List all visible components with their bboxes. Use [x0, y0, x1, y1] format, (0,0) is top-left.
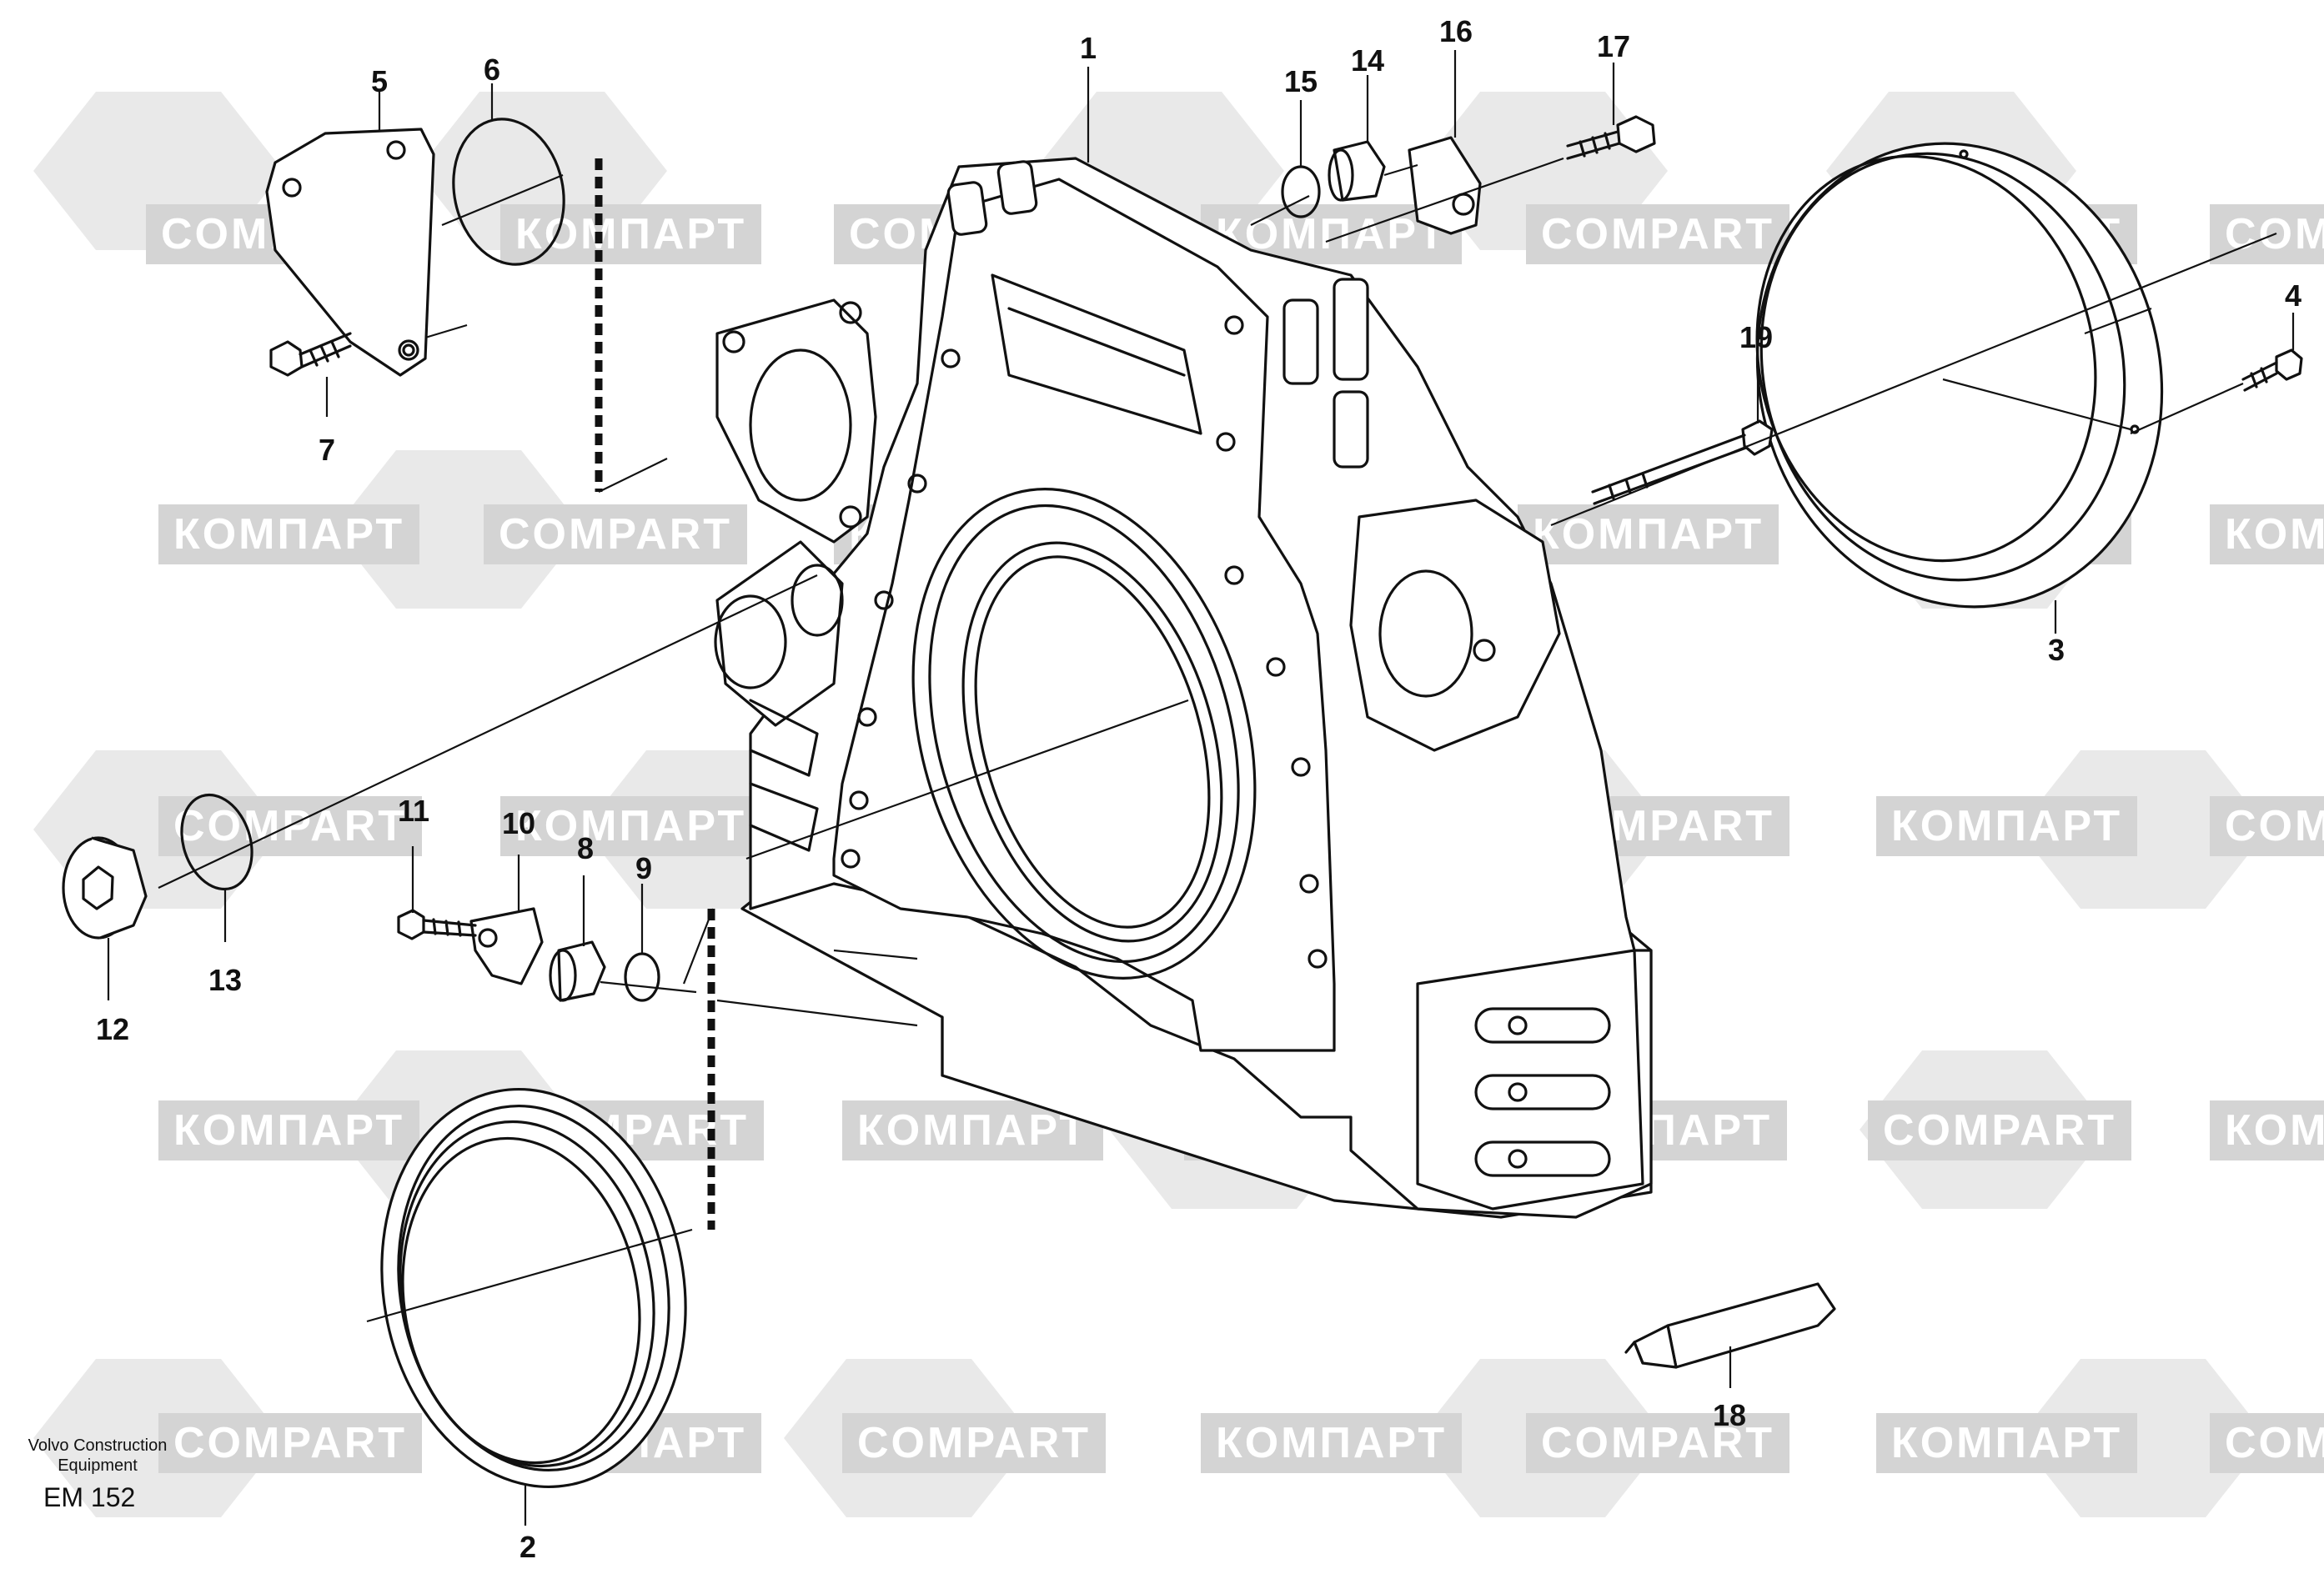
callout-10: 10 [501, 806, 536, 840]
watermark-text: COMPART [842, 1413, 1107, 1473]
callout-16: 16 [1438, 14, 1473, 48]
watermark-text: COMPART [158, 1413, 423, 1473]
leader-lines [107, 50, 2295, 1526]
watermark-text: COMPART [484, 504, 748, 564]
bolt-4 [2241, 348, 2303, 392]
callout-13: 13 [208, 963, 243, 997]
o-ring-6 [452, 118, 565, 266]
plug-12 [62, 836, 148, 940]
callout-2: 2 [519, 1530, 537, 1564]
sleeve-14 [1328, 140, 1386, 202]
bracket-10 [469, 907, 544, 985]
flywheel-housing [714, 157, 1653, 1219]
brand-label: Volvo Construction Equipment [28, 1436, 168, 1475]
callout-3: 3 [2047, 633, 2065, 667]
watermark-text: КОМПАРТ [1201, 1413, 1463, 1473]
figure-code: EM 152 [43, 1482, 136, 1512]
callout-11: 11 [397, 794, 430, 828]
clamp-16 [1408, 136, 1482, 235]
callout-4: 4 [2284, 278, 2302, 313]
callout-5: 5 [370, 64, 389, 98]
callout-14: 14 [1350, 43, 1385, 78]
watermark-text: КОМПАРТ [2210, 504, 2324, 564]
watermark-text: КОМПАРТ [2210, 1100, 2324, 1160]
watermark-text: КОМПАРТ [158, 1100, 420, 1160]
callout-6: 6 [483, 53, 501, 87]
callout-17: 17 [1596, 29, 1631, 63]
watermark-text: КОМПАРТ [500, 796, 762, 856]
callout-18: 18 [1712, 1398, 1747, 1432]
callout-9: 9 [635, 851, 653, 885]
watermark-text: КОМПАРТ [158, 504, 420, 564]
callout-8: 8 [576, 831, 595, 865]
bolt-7 [269, 332, 352, 377]
callout-12: 12 [95, 1012, 130, 1046]
callout-7: 7 [318, 433, 336, 467]
callout-15: 15 [1283, 64, 1318, 98]
watermark-text: COMPART [1526, 1413, 1790, 1473]
watermark-text: КОМПАРТ [1518, 504, 1779, 564]
bolt-19 [1591, 419, 1774, 505]
watermark-text: КОМПАРТ [1876, 1413, 2138, 1473]
bolt-11 [397, 909, 477, 940]
cover-plate-5 [265, 128, 435, 377]
watermark-text: КОМПАРТ [1876, 796, 2138, 856]
sealant-tube-18 [1624, 1282, 1836, 1369]
bolt-17 [1566, 115, 1656, 160]
seal-ring-2 [380, 1087, 687, 1489]
o-ring-15 [1281, 165, 1321, 218]
watermark-text: COMPART [1868, 1100, 2132, 1160]
watermark-text: COMPART [2210, 796, 2324, 856]
o-ring-9 [624, 952, 660, 1002]
o-ring-13 [180, 793, 253, 891]
sleeve-8 [549, 940, 606, 1002]
callout-1: 1 [1079, 31, 1097, 65]
seal-ring-3 [1755, 142, 2164, 609]
watermark-text: COMPART [2210, 1413, 2324, 1473]
center-lines [158, 157, 2277, 1323]
callout-19: 19 [1739, 320, 1774, 354]
watermark-text: COMPART [1526, 204, 1790, 264]
